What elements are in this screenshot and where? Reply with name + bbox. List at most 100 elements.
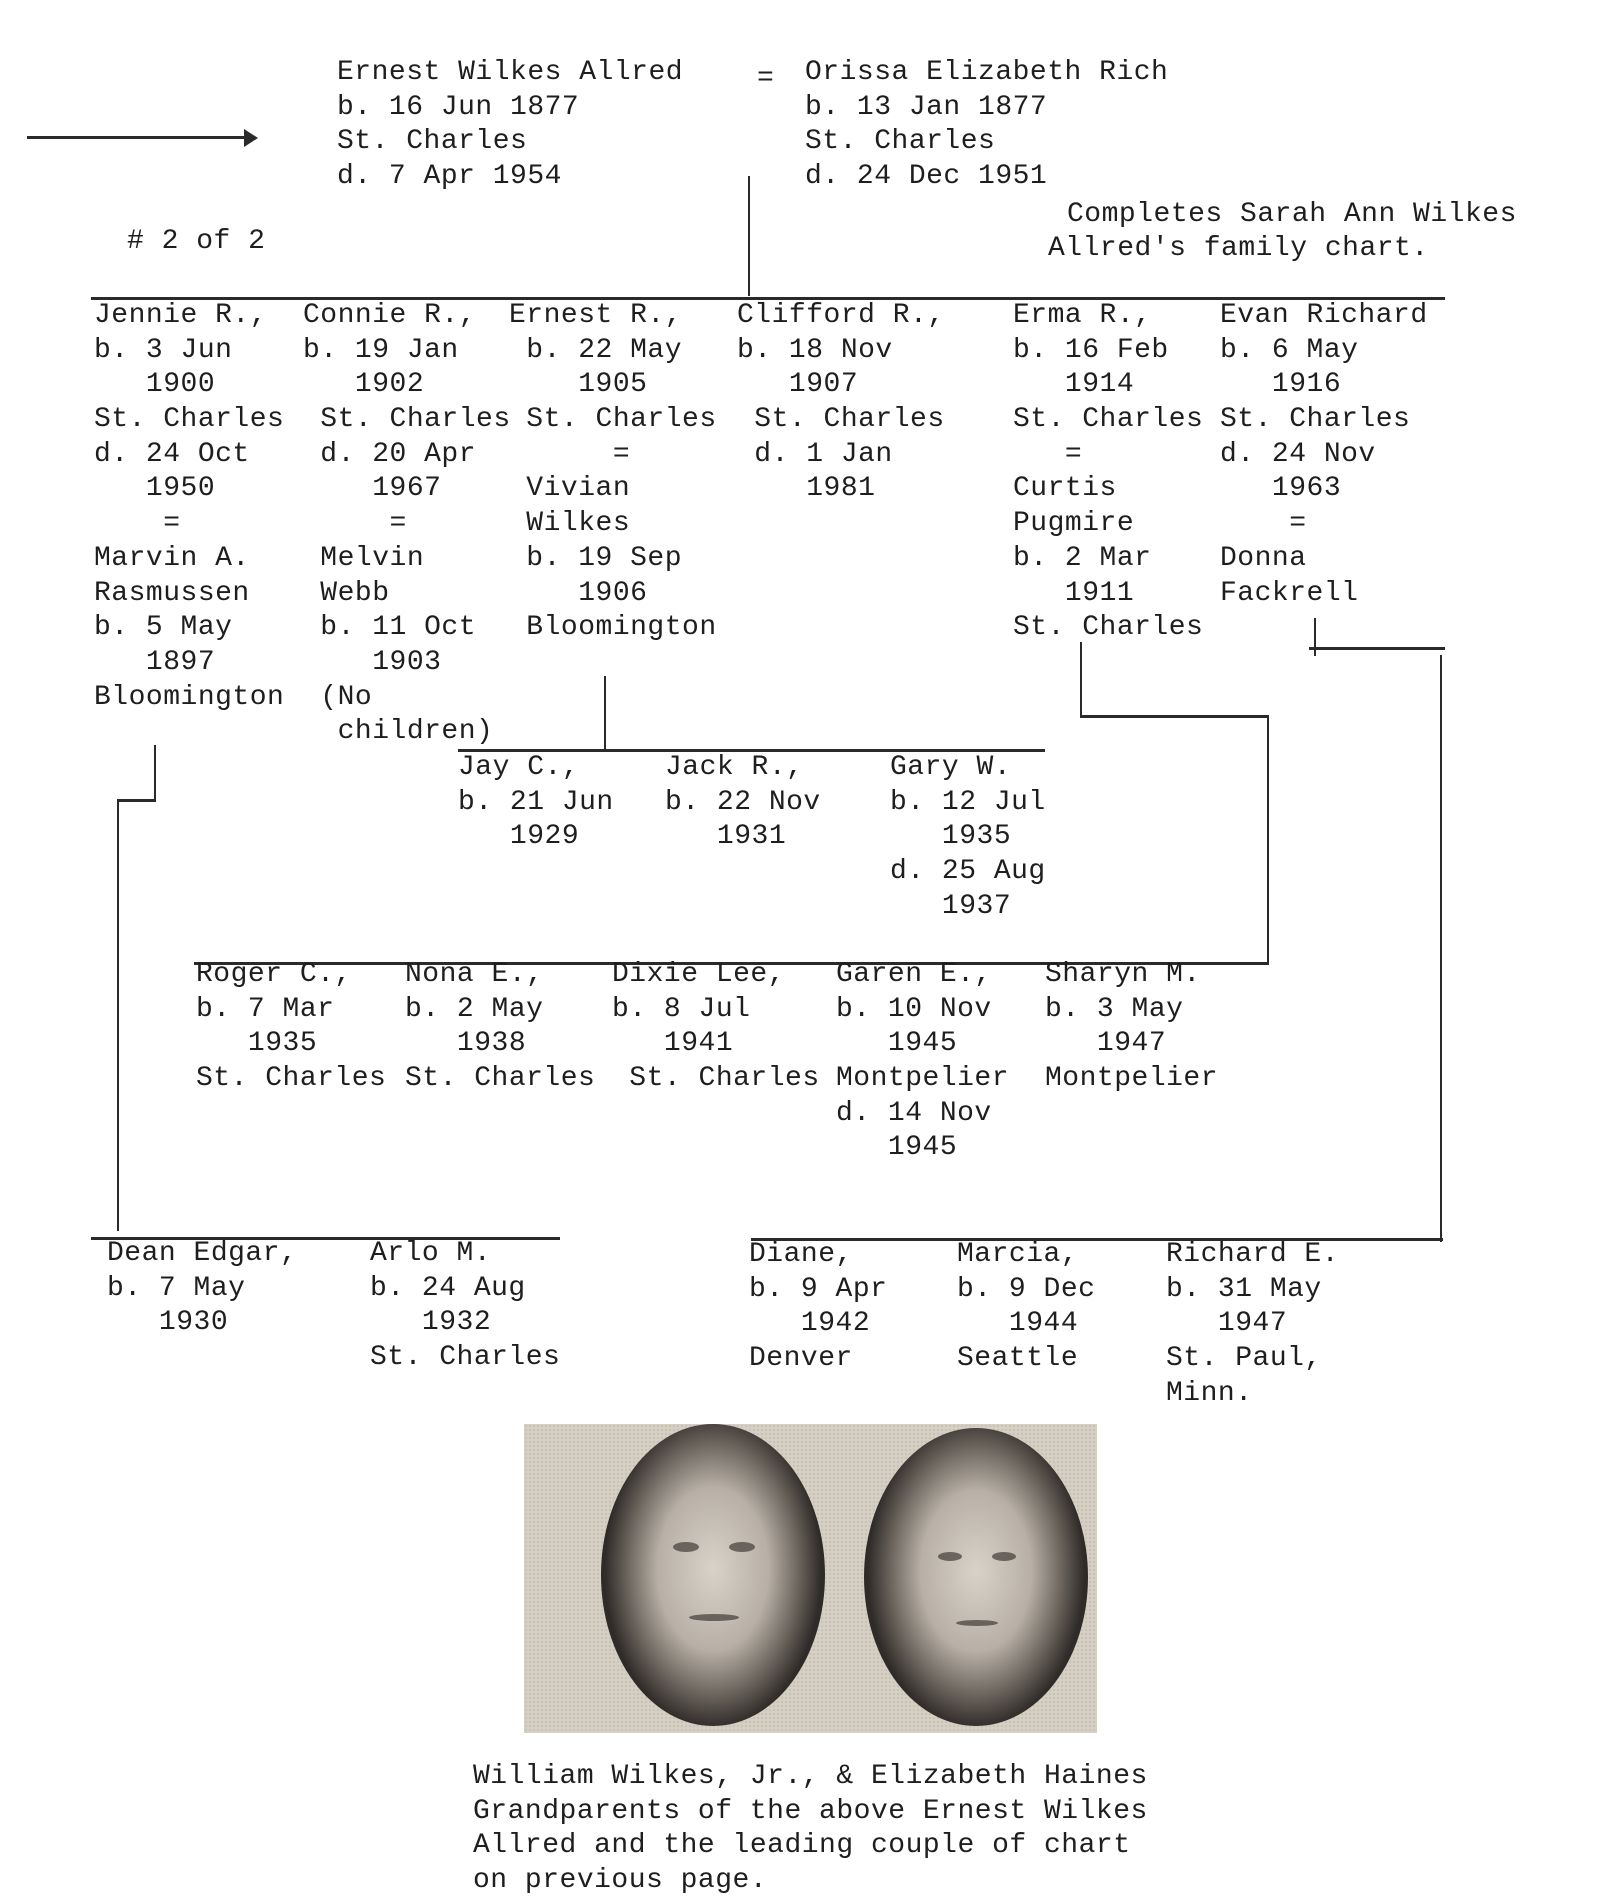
- text-line: Evan Richard: [1220, 300, 1428, 331]
- text-line: 1950: [94, 473, 216, 505]
- child-clifford: Clifford R.,b. 18 Nov 1907 St. Charles d…: [737, 299, 945, 507]
- children-bar: [91, 297, 1445, 300]
- text-line: Grandparents of the above Ernest Wilkes: [473, 1795, 1148, 1827]
- text-line: St. Charles: [303, 404, 511, 436]
- text-line: (No: [303, 681, 373, 713]
- text-line: b. 22 May: [509, 334, 683, 366]
- jennie-children-bar: [91, 1237, 560, 1240]
- text-line: on previous page.: [473, 1865, 768, 1897]
- evan-children-bar: [751, 1238, 1443, 1241]
- text-line: d. 14 Nov: [836, 1097, 992, 1129]
- text-line: b. 16 Feb: [1013, 334, 1169, 366]
- grandchild-jay: Jay C.,b. 21 Jun 1929: [458, 751, 614, 855]
- text-line: b. 3 Jun: [94, 334, 233, 366]
- text-line: Webb: [303, 577, 390, 609]
- marriage-symbol: =: [757, 63, 775, 94]
- text-line: 1981: [737, 473, 876, 505]
- text-line: d. 24 Dec 1951: [805, 161, 1048, 193]
- text-line: Nona E.,: [405, 959, 544, 990]
- text-line: Vivian: [509, 473, 631, 505]
- text-line: d. 24 Oct: [94, 438, 250, 470]
- text-line: Dean Edgar,: [107, 1238, 298, 1269]
- text-line: Roger C.,: [196, 959, 352, 990]
- text-line: Clifford R.,: [737, 300, 945, 331]
- text-line: d. 20 Apr: [303, 438, 477, 470]
- text-line: b. 6 May: [1220, 334, 1359, 366]
- text-line: 1905: [509, 369, 648, 401]
- text-line: Seattle: [957, 1343, 1079, 1375]
- note-line-1: Completes Sarah Ann Wilkes: [1067, 199, 1517, 230]
- text-line: Ernest Wilkes Allred: [337, 57, 684, 88]
- text-line: 1903: [303, 646, 442, 678]
- pointer-arrow-line: [27, 136, 249, 139]
- text-line: b. 7 May: [107, 1272, 246, 1304]
- erma-connector-down: [1267, 715, 1269, 964]
- eye-icon: [673, 1542, 699, 1552]
- text-line: Diane,: [749, 1239, 853, 1270]
- text-line: 1911: [1013, 577, 1135, 609]
- text-line: b. 11 Oct: [303, 612, 477, 644]
- text-line: Orissa Elizabeth Rich: [805, 57, 1169, 88]
- text-line: 1935: [196, 1028, 318, 1060]
- text-line: b. 7 Mar: [196, 993, 335, 1025]
- text-line: Denver: [749, 1343, 853, 1375]
- text-line: St. Charles: [1013, 612, 1204, 644]
- text-line: 1932: [370, 1307, 492, 1339]
- text-line: St. Charles: [1013, 404, 1204, 436]
- erma-children-bar: [194, 962, 1269, 965]
- text-line: d. 25 Aug: [890, 856, 1046, 888]
- text-line: St. Charles: [337, 126, 528, 158]
- text-line: Montpelier: [836, 1063, 1010, 1095]
- text-line: =: [509, 438, 631, 470]
- page-marker: # 2 of 2: [127, 226, 266, 257]
- text-line: b. 13 Jan 1877: [805, 91, 1048, 123]
- eye-icon: [992, 1552, 1016, 1561]
- text-line: 1931: [665, 821, 787, 853]
- text-line: b. 2 Mar: [1013, 542, 1152, 574]
- jennie-connector-down: [117, 799, 119, 1231]
- text-line: b. 10 Nov: [836, 993, 992, 1025]
- child-ernest: Ernest R., b. 22 May 1905 St. Charles = …: [509, 299, 717, 646]
- text-line: Marvin A.: [94, 542, 250, 574]
- text-line: Ernest R.,: [509, 300, 683, 331]
- text-line: Jack R.,: [665, 752, 804, 783]
- text-line: Dixie Lee,: [612, 959, 786, 990]
- text-line: 1935: [890, 821, 1012, 853]
- portrait-elizabeth: [864, 1428, 1088, 1726]
- text-line: 1945: [836, 1028, 958, 1060]
- text-line: 1945: [836, 1132, 958, 1164]
- text-line: St. Charles: [196, 1063, 387, 1095]
- text-line: Richard E.: [1166, 1239, 1340, 1270]
- text-line: 1916: [1220, 369, 1342, 401]
- evan-descent-line: [1314, 618, 1316, 656]
- text-line: b. 9 Dec: [957, 1273, 1096, 1305]
- text-line: Fackrell: [1220, 577, 1359, 609]
- text-line: b. 12 Jul: [890, 786, 1046, 818]
- text-line: =: [1013, 438, 1083, 470]
- text-line: 1914: [1013, 369, 1135, 401]
- text-line: 1938: [405, 1028, 527, 1060]
- text-line: b. 3 May: [1045, 993, 1184, 1025]
- text-line: Rasmussen: [94, 577, 250, 609]
- note-line-2: Allred's family chart.: [1048, 233, 1429, 264]
- text-line: 1947: [1045, 1028, 1167, 1060]
- text-line: 1900: [94, 369, 216, 401]
- text-line: Donna: [1220, 542, 1307, 574]
- text-line: Jay C.,: [458, 752, 580, 783]
- evan-connector-down: [1440, 655, 1442, 1242]
- text-line: 1930: [107, 1307, 229, 1339]
- text-line: St. Charles: [405, 1063, 596, 1095]
- text-line: b. 22 Nov: [665, 786, 821, 818]
- text-line: 1947: [1166, 1308, 1288, 1340]
- text-line: children): [303, 716, 494, 748]
- mouth-icon: [689, 1614, 739, 1621]
- text-line: b. 19 Jan: [303, 334, 459, 366]
- text-line: 1963: [1220, 473, 1342, 505]
